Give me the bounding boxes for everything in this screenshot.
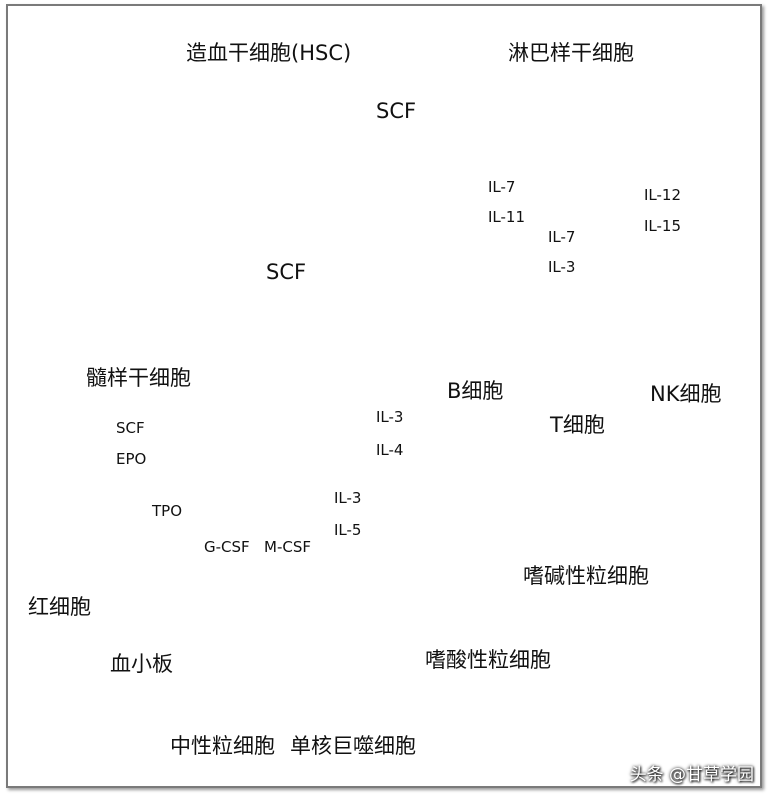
label-platelet: 血小板	[110, 652, 173, 676]
label-basophil: 嗜碱性粒细胞	[523, 564, 649, 588]
factor-erythro-1: SCF	[116, 419, 145, 437]
factor-nk-2: IL-15	[644, 217, 682, 235]
factor-eosino-2: IL-5	[334, 521, 362, 539]
label-neutrophil: 中性粒细胞	[170, 734, 275, 758]
label-eosinophil: 嗜酸性粒细胞	[425, 648, 551, 672]
factor-hsc-to-myeloid: SCF	[266, 260, 307, 284]
factor-baso-2: IL-4	[376, 441, 404, 459]
label-hsc: 造血干细胞(HSC)	[186, 41, 352, 65]
label-macrophage: 单核巨噬细胞	[290, 734, 416, 758]
factor-hsc-to-lymphoid: SCF	[376, 99, 417, 123]
label-erythrocyte: 红细胞	[28, 595, 91, 619]
factor-neutrophil: G-CSF	[204, 538, 250, 556]
factor-nk-1: IL-12	[644, 186, 682, 204]
factor-t-1: IL-7	[548, 228, 576, 246]
factor-erythro-2: EPO	[116, 450, 147, 468]
label-t-cell: T细胞	[550, 413, 605, 437]
label-nk-cell: NK细胞	[650, 382, 722, 406]
factor-macrophage: M-CSF	[264, 538, 311, 556]
factor-b-1: IL-7	[488, 178, 516, 196]
factor-b-2: IL-11	[488, 208, 526, 226]
label-myeloid-stem-cell: 髓样干细胞	[86, 366, 191, 390]
watermark: 头条 @甘草学园	[629, 765, 754, 785]
factor-platelet: TPO	[152, 502, 183, 520]
factor-baso-1: IL-3	[376, 408, 404, 426]
figure-frame	[6, 4, 762, 788]
label-lymphoid-stem-cell: 淋巴样干细胞	[508, 41, 634, 65]
factor-eosino-1: IL-3	[334, 489, 362, 507]
factor-t-2: IL-3	[548, 258, 576, 276]
label-b-cell: B细胞	[447, 379, 504, 403]
